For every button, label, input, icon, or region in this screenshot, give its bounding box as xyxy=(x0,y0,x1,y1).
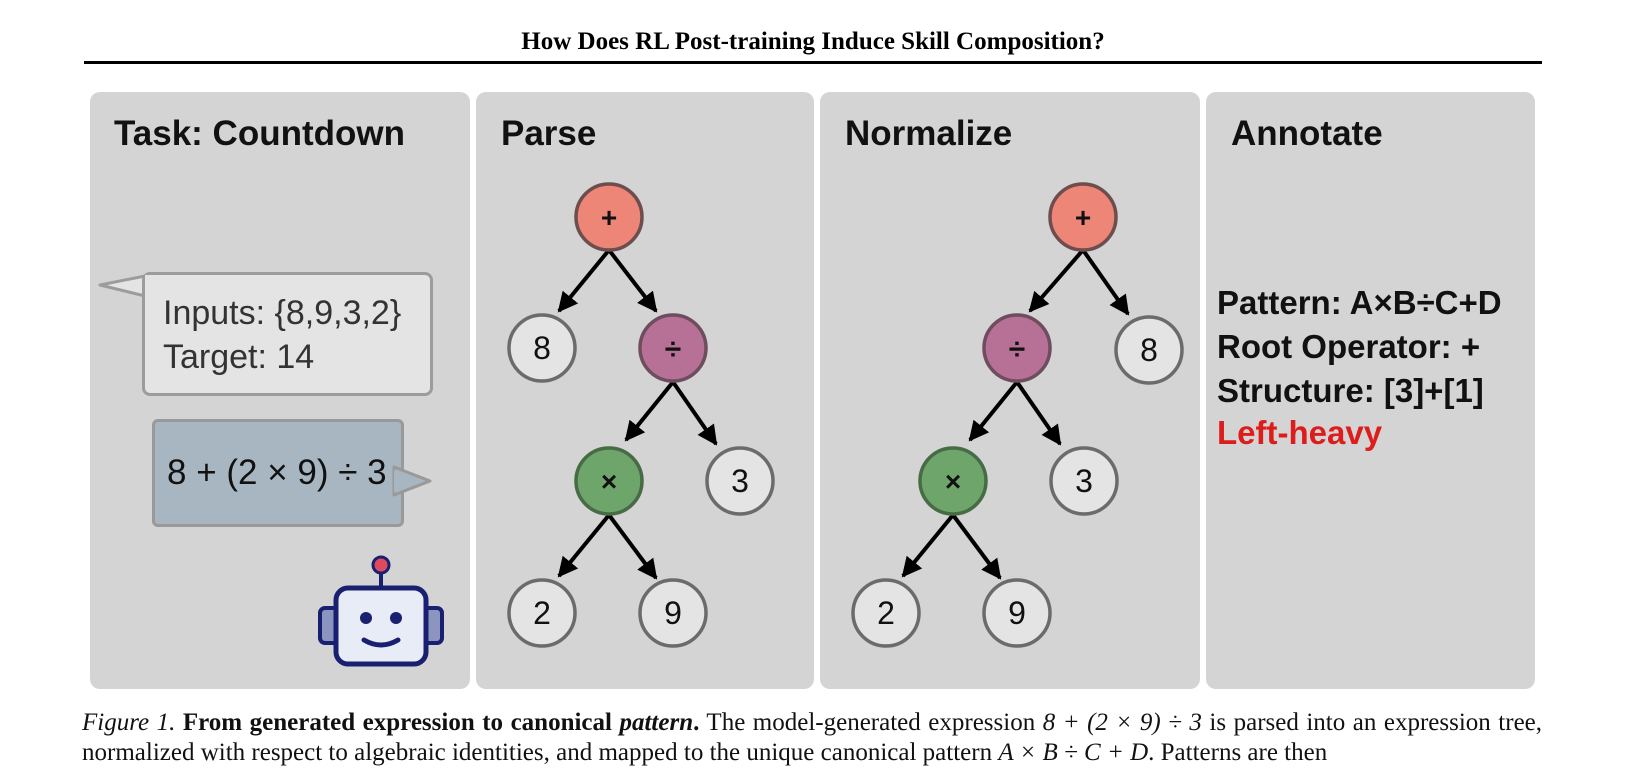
edge xyxy=(671,380,718,446)
leaf-node: 9 xyxy=(638,578,708,648)
balance-label: Left-heavy xyxy=(1217,414,1383,451)
pattern-label: Pattern: A×B÷C+D xyxy=(1217,284,1502,321)
svg-text:÷: ÷ xyxy=(1009,333,1025,366)
svg-text:8: 8 xyxy=(533,330,551,366)
svg-text:×: × xyxy=(945,466,961,497)
svg-text:8: 8 xyxy=(1140,332,1158,368)
normalize-tree: + ÷ 8 × 3 2 9 xyxy=(851,182,1184,648)
panel-normalize: Normalize + ÷ 8 × 3 xyxy=(820,92,1200,689)
leaf-node: 2 xyxy=(851,578,921,648)
edge xyxy=(607,248,658,313)
caption-bold-italic-word: pattern xyxy=(619,709,694,736)
multiply-node: × xyxy=(918,446,988,516)
model-expression: 8 + (2 × 9) ÷ 3 xyxy=(167,453,387,492)
caption-math-1: 8 + (2 × 9) ÷ 3 xyxy=(1042,709,1202,736)
edge xyxy=(901,513,955,578)
robot-icon xyxy=(318,555,444,667)
edge xyxy=(624,380,675,442)
leaf-node: 8 xyxy=(1114,315,1184,385)
caption-text-1: The model-generated expression xyxy=(699,709,1043,736)
svg-text:+: + xyxy=(601,202,617,233)
leaf-node: 3 xyxy=(1049,446,1119,516)
figure-label: Figure 1. xyxy=(82,709,176,736)
panel-title-normalize: Normalize xyxy=(845,114,1013,153)
add-node: + xyxy=(1048,182,1118,252)
svg-text:9: 9 xyxy=(1008,595,1026,631)
target-line: Target: 14 xyxy=(163,338,315,376)
caption-bold-lead: From generated expression to canonical xyxy=(182,709,612,736)
title-rule xyxy=(84,61,1542,64)
caption-text-2: is parsed into an expression tree, norma… xyxy=(82,709,1543,766)
svg-text:2: 2 xyxy=(533,595,551,631)
multiply-node: × xyxy=(574,446,644,516)
edge xyxy=(607,513,658,580)
panel-title-task: Task: Countdown xyxy=(114,114,405,153)
svg-text:3: 3 xyxy=(1075,463,1093,499)
expression-bubble-tail xyxy=(392,465,432,497)
inputs-line: Inputs: {8,9,3,2} xyxy=(163,294,402,332)
leaf-node: 3 xyxy=(705,446,775,516)
leaf-node: 9 xyxy=(982,578,1052,648)
svg-text:3: 3 xyxy=(731,463,749,499)
panel-parse: Parse + 8 ÷ × 3 xyxy=(476,92,814,689)
svg-text:9: 9 xyxy=(664,595,682,631)
leaf-node: 2 xyxy=(507,578,577,648)
structure-label: Structure: [3]+[1] xyxy=(1217,372,1484,409)
svg-text:2: 2 xyxy=(877,595,895,631)
expression-bubble: 8 + (2 × 9) ÷ 3 xyxy=(152,419,404,527)
divide-node: ÷ xyxy=(982,313,1052,383)
edge xyxy=(1028,248,1085,313)
figure-caption: Figure 1. From generated expression to c… xyxy=(82,708,1542,768)
edge xyxy=(557,513,611,578)
edge xyxy=(968,380,1019,442)
edge xyxy=(1015,380,1062,446)
running-title: How Does RL Post-training Induce Skill C… xyxy=(521,28,1105,55)
panel-task: Task: Countdown Inputs: {8,9,3,2} Target… xyxy=(90,92,470,689)
edge xyxy=(951,513,1002,580)
divide-node: ÷ xyxy=(638,313,708,383)
caption-bold-period: . xyxy=(693,709,700,736)
input-bubble: Inputs: {8,9,3,2} Target: 14 xyxy=(142,272,433,396)
panel-title-parse: Parse xyxy=(501,114,597,153)
panel-title-annotate: Annotate xyxy=(1231,114,1383,153)
svg-text:÷: ÷ xyxy=(665,333,681,366)
svg-text:+: + xyxy=(1075,202,1091,233)
caption-text-3: . Patterns are then xyxy=(1148,739,1328,766)
root-operator-label: Root Operator: + xyxy=(1217,328,1481,365)
parse-tree: + 8 ÷ × 3 2 9 xyxy=(507,182,775,648)
edge xyxy=(1081,248,1130,316)
leaf-node: 8 xyxy=(507,313,577,383)
panel-annotate: Annotate Pattern: A×B÷C+D Root Operator:… xyxy=(1206,92,1535,689)
add-node: + xyxy=(574,182,644,252)
edge xyxy=(557,248,611,313)
svg-text:×: × xyxy=(601,466,617,497)
input-bubble-tail-cover xyxy=(145,275,154,295)
caption-math-2: A × B ÷ C + D xyxy=(998,739,1149,766)
